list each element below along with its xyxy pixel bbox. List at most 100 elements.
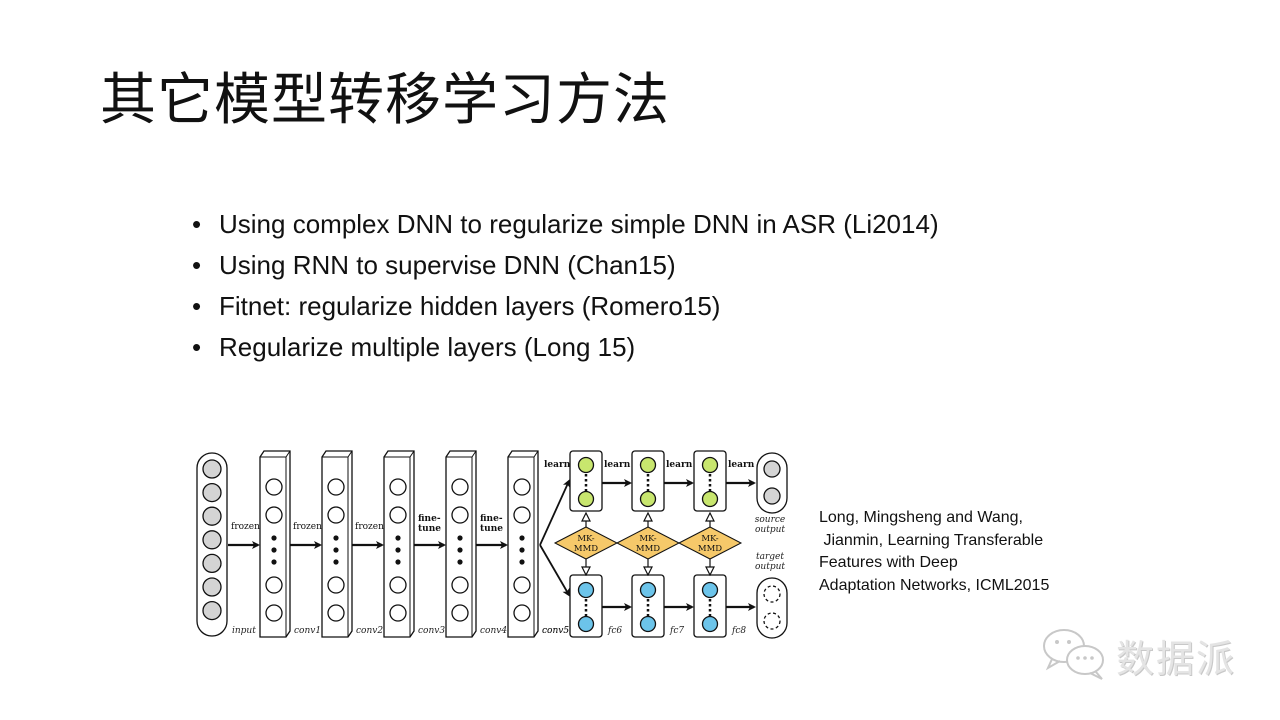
mk-mmd-label: MK- — [639, 534, 656, 544]
conv-node — [451, 604, 469, 622]
conv-node — [389, 576, 407, 594]
conv-node — [327, 506, 345, 524]
watermark-text: 数据派 — [1116, 637, 1237, 681]
source-node — [639, 456, 657, 474]
conv-layer-edge — [508, 450, 539, 637]
source-output-node — [763, 487, 781, 505]
transition-label: frozen — [231, 522, 260, 532]
bullet-marker: • — [192, 250, 202, 280]
mk-mmd-label: MK- — [577, 534, 594, 544]
ellipsis-dot — [333, 559, 339, 565]
conv-node — [265, 506, 283, 524]
mk-mmd-label: MMD — [636, 544, 660, 554]
layer-label-fc8: fc8 — [731, 626, 746, 636]
bullet-item: • Fitnet: regularize hidden layers (Romer… — [192, 289, 952, 324]
conv-node — [265, 604, 283, 622]
ellipsis-dot — [457, 547, 463, 553]
layer-label-conv1: conv1 — [294, 626, 321, 636]
conv-node — [513, 604, 531, 622]
ellipsis-dot — [271, 535, 277, 541]
bullet-item: • Regularize multiple layers (Long 15) — [192, 330, 952, 365]
layer-label-input: input — [232, 626, 256, 636]
conv-node — [389, 506, 407, 524]
branch-arrow-target — [539, 544, 571, 597]
conv-node — [327, 576, 345, 594]
source-node — [701, 456, 719, 474]
ellipsis-dot — [395, 535, 401, 541]
target-node — [701, 581, 719, 599]
layer-label-fc6: fc6 — [607, 626, 622, 636]
source-node — [577, 456, 595, 474]
learn-label: learn — [544, 460, 571, 470]
transition-label: frozen — [293, 522, 322, 532]
mk-mmd-label: MK- — [701, 534, 718, 544]
learn-label: learn — [728, 460, 755, 470]
source-output-node — [763, 460, 781, 478]
transition-label: fine-tune — [480, 514, 503, 534]
bullet-text: Using RNN to supervise DNN (Chan15) — [219, 250, 676, 280]
bullet-item: • Using RNN to supervise DNN (Chan15) — [192, 248, 952, 283]
conv-node — [327, 604, 345, 622]
layer-label-fc7: fc7 — [669, 626, 684, 636]
layer-label-conv3: conv3 — [418, 626, 445, 636]
source-node — [639, 490, 657, 508]
bullet-text: Using complex DNN to regularize simple D… — [219, 209, 939, 239]
conv-node — [451, 506, 469, 524]
ellipsis-dot — [395, 559, 401, 565]
dan-architecture-diagram: input conv1 conv2 conv3 conv4 conv5 frozen froz… — [196, 450, 788, 639]
bullet-marker: • — [192, 332, 202, 362]
conv-layer-edge — [260, 450, 291, 637]
conv-node — [389, 478, 407, 496]
ellipsis-dot — [271, 547, 277, 553]
bullet-marker: • — [192, 291, 202, 321]
ellipsis-dot — [457, 559, 463, 565]
bullet-text: Fitnet: regularize hidden layers (Romero… — [219, 291, 721, 321]
bullet-list: • Using complex DNN to regularize simple … — [192, 207, 952, 371]
target-node — [701, 615, 719, 633]
source-node — [577, 490, 595, 508]
watermark: 数据派 — [1040, 624, 1250, 684]
conv-node — [513, 478, 531, 496]
conv-layer-edge — [322, 450, 353, 637]
bullet-text: Regularize multiple layers (Long 15) — [219, 332, 636, 362]
ellipsis-dot — [519, 535, 525, 541]
input-node — [202, 506, 222, 526]
target-output-node — [763, 585, 781, 603]
mk-mmd-diamond — [677, 526, 743, 560]
target-node — [639, 615, 657, 633]
conv-layer-edge — [446, 450, 477, 637]
conv-node — [265, 478, 283, 496]
target-node — [577, 581, 595, 599]
ellipsis-dot — [457, 535, 463, 541]
conv-node — [451, 576, 469, 594]
layer-label-conv5: conv5 — [542, 626, 569, 636]
conv-layer-edge — [384, 450, 415, 637]
citation-text: Long, Mingsheng and Wang, Jianmin, Learn… — [819, 509, 1050, 594]
target-output-node — [763, 612, 781, 630]
branch-arrow-source — [539, 479, 571, 546]
target-node — [577, 615, 595, 633]
wechat-icon — [1043, 629, 1104, 680]
learn-label: learn — [666, 460, 693, 470]
conv-node — [513, 576, 531, 594]
mk-mmd-label: MMD — [698, 544, 722, 554]
conv-node — [451, 478, 469, 496]
conv-node — [513, 506, 531, 524]
source-node — [701, 490, 719, 508]
ellipsis-dot — [519, 547, 525, 553]
slide-title: 其它模型转移学习方法 — [100, 68, 670, 133]
conv-node — [389, 604, 407, 622]
ellipsis-dot — [333, 535, 339, 541]
layer-label-conv4: conv4 — [480, 626, 507, 636]
input-node — [202, 459, 222, 479]
input-node — [202, 530, 222, 550]
ellipsis-dot — [333, 547, 339, 553]
transition-label: frozen — [355, 522, 384, 532]
ellipsis-dot — [395, 547, 401, 553]
layer-label-conv2: conv2 — [356, 626, 383, 636]
ellipsis-dot — [271, 559, 277, 565]
conv-node — [327, 478, 345, 496]
bullet-marker: • — [192, 209, 202, 239]
